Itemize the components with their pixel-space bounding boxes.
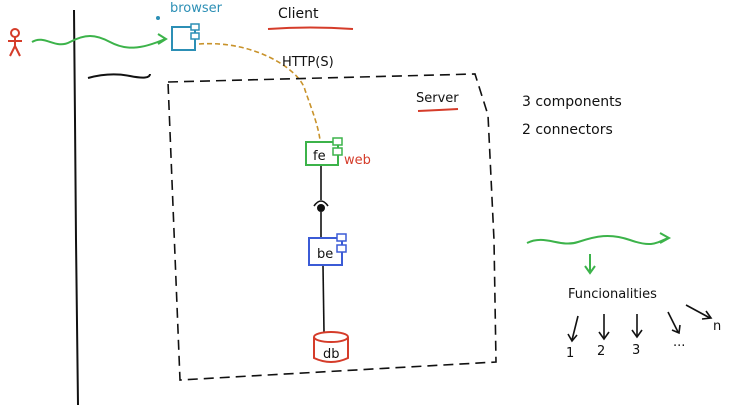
func-label-2: 2 (597, 344, 605, 359)
be-component (308, 233, 347, 266)
server-underline (417, 108, 459, 112)
func-arrow-4 (667, 311, 679, 333)
user-stick-figure (8, 28, 22, 57)
db-label: db (323, 347, 340, 362)
fe-label: fe (313, 149, 326, 164)
server-label: Server (416, 91, 459, 106)
functionality-wave-arrow (526, 234, 669, 246)
func-arrow-3-head (631, 329, 643, 339)
func-arrow-4-head (671, 324, 681, 335)
http-label: HTTP(S) (282, 55, 334, 70)
func-label-n: n (713, 319, 721, 334)
browser-label: browser (170, 1, 223, 16)
web-label: web (344, 153, 371, 168)
be-db-connector (322, 265, 325, 333)
lifeline (73, 9, 79, 406)
user-to-browser-arrow (31, 35, 166, 49)
browser-component (171, 23, 200, 51)
socket (313, 200, 329, 207)
func-label-ellipsis: ... (673, 335, 685, 350)
db-cylinder (313, 331, 349, 363)
func-arrow-5 (685, 304, 711, 319)
functionality-wave-arrowhead (659, 232, 672, 244)
funcionalities-label: Funcionalities (568, 287, 657, 302)
func-arrow-5-head (701, 310, 713, 320)
fe-component (305, 137, 343, 166)
server-boundary (167, 73, 497, 381)
user-to-browser-arrowhead (157, 33, 168, 45)
func-label-3: 3 (632, 343, 640, 358)
connectors-note: 2 connectors (522, 122, 613, 138)
client-label: Client (278, 6, 319, 22)
down-arrow-green-head (584, 265, 596, 275)
func-arrow-2-head (598, 331, 610, 341)
func-arrow-1-head (567, 333, 578, 343)
func-label-1: 1 (566, 346, 574, 361)
browser-dot (156, 16, 160, 20)
lifeline-tick (87, 73, 151, 79)
ball (317, 204, 325, 212)
client-underline (267, 26, 354, 30)
func-arrow-1 (571, 315, 579, 341)
functionality-arrows (567, 304, 713, 343)
components-note: 3 components (522, 94, 622, 110)
http-connector (198, 42, 321, 141)
be-label: be (317, 247, 333, 262)
